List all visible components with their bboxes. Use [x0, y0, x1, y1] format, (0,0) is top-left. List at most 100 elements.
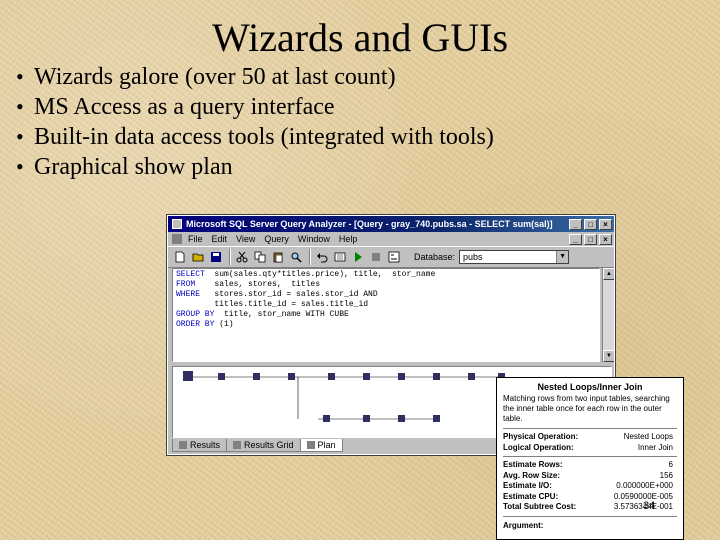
bullet-dot: • — [16, 154, 24, 179]
sql-line: SELECT sum(sales.qty*titles.price), titl… — [176, 270, 596, 280]
app-icon — [172, 219, 182, 229]
tooltip-row: Estimate I/O:0.000000E+000 — [503, 481, 677, 492]
plan-operator-icon — [398, 373, 405, 380]
toolbar: Database: pubs ▼ — [168, 246, 614, 268]
tooltip-value: 156 — [659, 470, 673, 480]
tooltip-title: Nested Loops/Inner Join — [537, 382, 643, 392]
tooltip-row: Total Subtree Cost: 3.5736344E-001 — [503, 502, 677, 513]
open-file-icon[interactable] — [190, 249, 206, 265]
sql-editor[interactable]: SELECT sum(sales.qty*titles.price), titl… — [172, 268, 600, 362]
tooltip-key: Logical Operation: — [503, 442, 574, 452]
tooltip-value: 0.0590000E-005 — [613, 491, 673, 501]
menu-edit[interactable]: Edit — [211, 234, 228, 244]
divider — [503, 515, 677, 517]
tooltip-key: Avg. Row Size: — [503, 470, 561, 480]
tab-results[interactable]: Results — [172, 439, 228, 452]
tooltip-key: Physical Operation: — [503, 432, 579, 441]
menu-window[interactable]: Window — [297, 234, 330, 244]
tooltip-value: 0.000000E+000 — [616, 481, 673, 490]
sql-keyword: GROUP BY — [176, 310, 215, 319]
argument-label: Argument: — [503, 520, 544, 530]
stop-icon[interactable] — [368, 249, 384, 265]
sql-line: titles.title_id = sales.title_id — [176, 300, 596, 310]
menu-query[interactable]: Query — [264, 234, 289, 244]
child-minimize-button[interactable]: _ — [569, 233, 582, 245]
chevron-down-icon[interactable]: ▼ — [556, 251, 569, 263]
tooltip-row: Avg. Row Size: 156 — [503, 471, 677, 482]
paste-icon[interactable] — [270, 249, 286, 265]
tooltip-row: Estimate CPU: 0.0590000E-005 — [503, 492, 677, 503]
sql-keyword: SELECT — [176, 270, 205, 279]
list-icon[interactable] — [332, 249, 348, 265]
plan-operator-icon — [183, 371, 193, 381]
sql-line: FROM sales, stores, titles — [176, 280, 596, 290]
plan-tooltip: Nested Loops/Inner Join Matching rows fr… — [496, 377, 684, 540]
tooltip-key: Estimate Rows: — [503, 460, 563, 469]
menu-view[interactable]: View — [236, 234, 256, 244]
sql-text: sales, stores, titles — [204, 280, 321, 289]
menu-help[interactable]: Help — [338, 234, 358, 244]
find-icon[interactable] — [288, 249, 304, 265]
tooltip-key: Total Subtree Cost: — [503, 502, 577, 511]
window-title: Microsoft SQL Server Query Analyzer - [Q… — [186, 219, 553, 229]
cut-icon[interactable] — [234, 249, 250, 265]
editor-scrollbar[interactable]: ▲ ▼ — [602, 268, 614, 362]
sql-keyword: ORDER BY — [176, 320, 215, 329]
document-icon[interactable] — [172, 234, 182, 244]
plan-operator-icon — [328, 373, 335, 380]
undo-icon[interactable] — [314, 249, 330, 265]
divider — [503, 428, 677, 429]
new-query-icon[interactable] — [172, 249, 188, 265]
show-plan-icon[interactable] — [386, 249, 402, 265]
tab-label: Results Grid — [244, 440, 294, 450]
scroll-down-icon[interactable]: ▼ — [603, 350, 614, 362]
bullet-item: •Graphical show plan — [16, 152, 494, 182]
tooltip-value: 3.5736344E-001 — [613, 502, 673, 511]
tooltip-value: Nested Loops — [623, 432, 673, 441]
tooltip-value: 6 — [668, 460, 673, 469]
bullet-text: MS Access as a query interface — [34, 94, 335, 120]
plan-operator-icon — [468, 373, 475, 380]
close-button[interactable]: × — [599, 218, 612, 230]
plan-operator-icon — [288, 373, 295, 380]
bullet-list: •Wizards galore (over 50 at last count) … — [16, 62, 494, 182]
tooltip-value: Inner Join — [637, 442, 673, 452]
plan-operator-icon — [218, 373, 225, 380]
database-value: pubs — [463, 252, 483, 262]
sql-text: title, stor_name WITH CUBE — [214, 310, 349, 319]
bullet-item: • Built-in data access tools (integrated … — [16, 122, 494, 152]
sql-line: WHERE stores.stor_id = sales.stor_id AND — [176, 290, 596, 300]
bullet-text: Built-in data access tools (integrated w… — [34, 124, 494, 150]
database-label: Database: — [414, 252, 456, 262]
plan-diagram — [183, 371, 505, 422]
maximize-button[interactable]: □ — [584, 218, 597, 230]
menu-file[interactable]: File — [188, 234, 203, 244]
save-icon[interactable] — [208, 249, 224, 265]
plan-icon — [306, 441, 315, 449]
execute-icon[interactable] — [350, 249, 366, 265]
bullet-dot: • — [16, 124, 24, 149]
tooltip-row: Logical Operation: Inner Join — [503, 443, 677, 454]
page-number: 34 — [643, 500, 656, 512]
database-select[interactable]: pubs ▼ — [459, 250, 570, 264]
tab-plan[interactable]: Plan — [299, 439, 343, 452]
scroll-up-icon[interactable]: ▲ — [603, 268, 614, 280]
menu-bar: File Edit View Query Window Help _ □ × — [168, 232, 614, 246]
sql-keyword: FROM — [176, 280, 205, 289]
slide-title: Wizards and GUIs — [211, 15, 509, 60]
window-titlebar[interactable]: Microsoft SQL Server Query Analyzer - [Q… — [168, 216, 614, 232]
tooltip-key: Estimate CPU: — [503, 491, 559, 501]
plan-operator-icon — [363, 415, 370, 422]
plan-operator-icon — [433, 415, 440, 422]
plan-operator-icon — [433, 373, 440, 380]
tooltip-row: Physical Operation: Nested Loops — [503, 432, 677, 443]
bullet-item: •MS Access as a query interface — [16, 92, 494, 122]
copy-icon[interactable] — [252, 249, 268, 265]
sql-text: sum(sales.qty*titles.price), title, stor… — [204, 270, 436, 279]
minimize-button[interactable]: _ — [569, 218, 582, 230]
results-tabs: Results Results Grid Plan — [172, 439, 343, 453]
tab-results-grid[interactable]: Results Grid — [226, 439, 301, 452]
child-restore-button[interactable]: □ — [584, 233, 597, 245]
child-close-button[interactable]: × — [599, 233, 612, 245]
tab-label: Results — [190, 440, 221, 450]
